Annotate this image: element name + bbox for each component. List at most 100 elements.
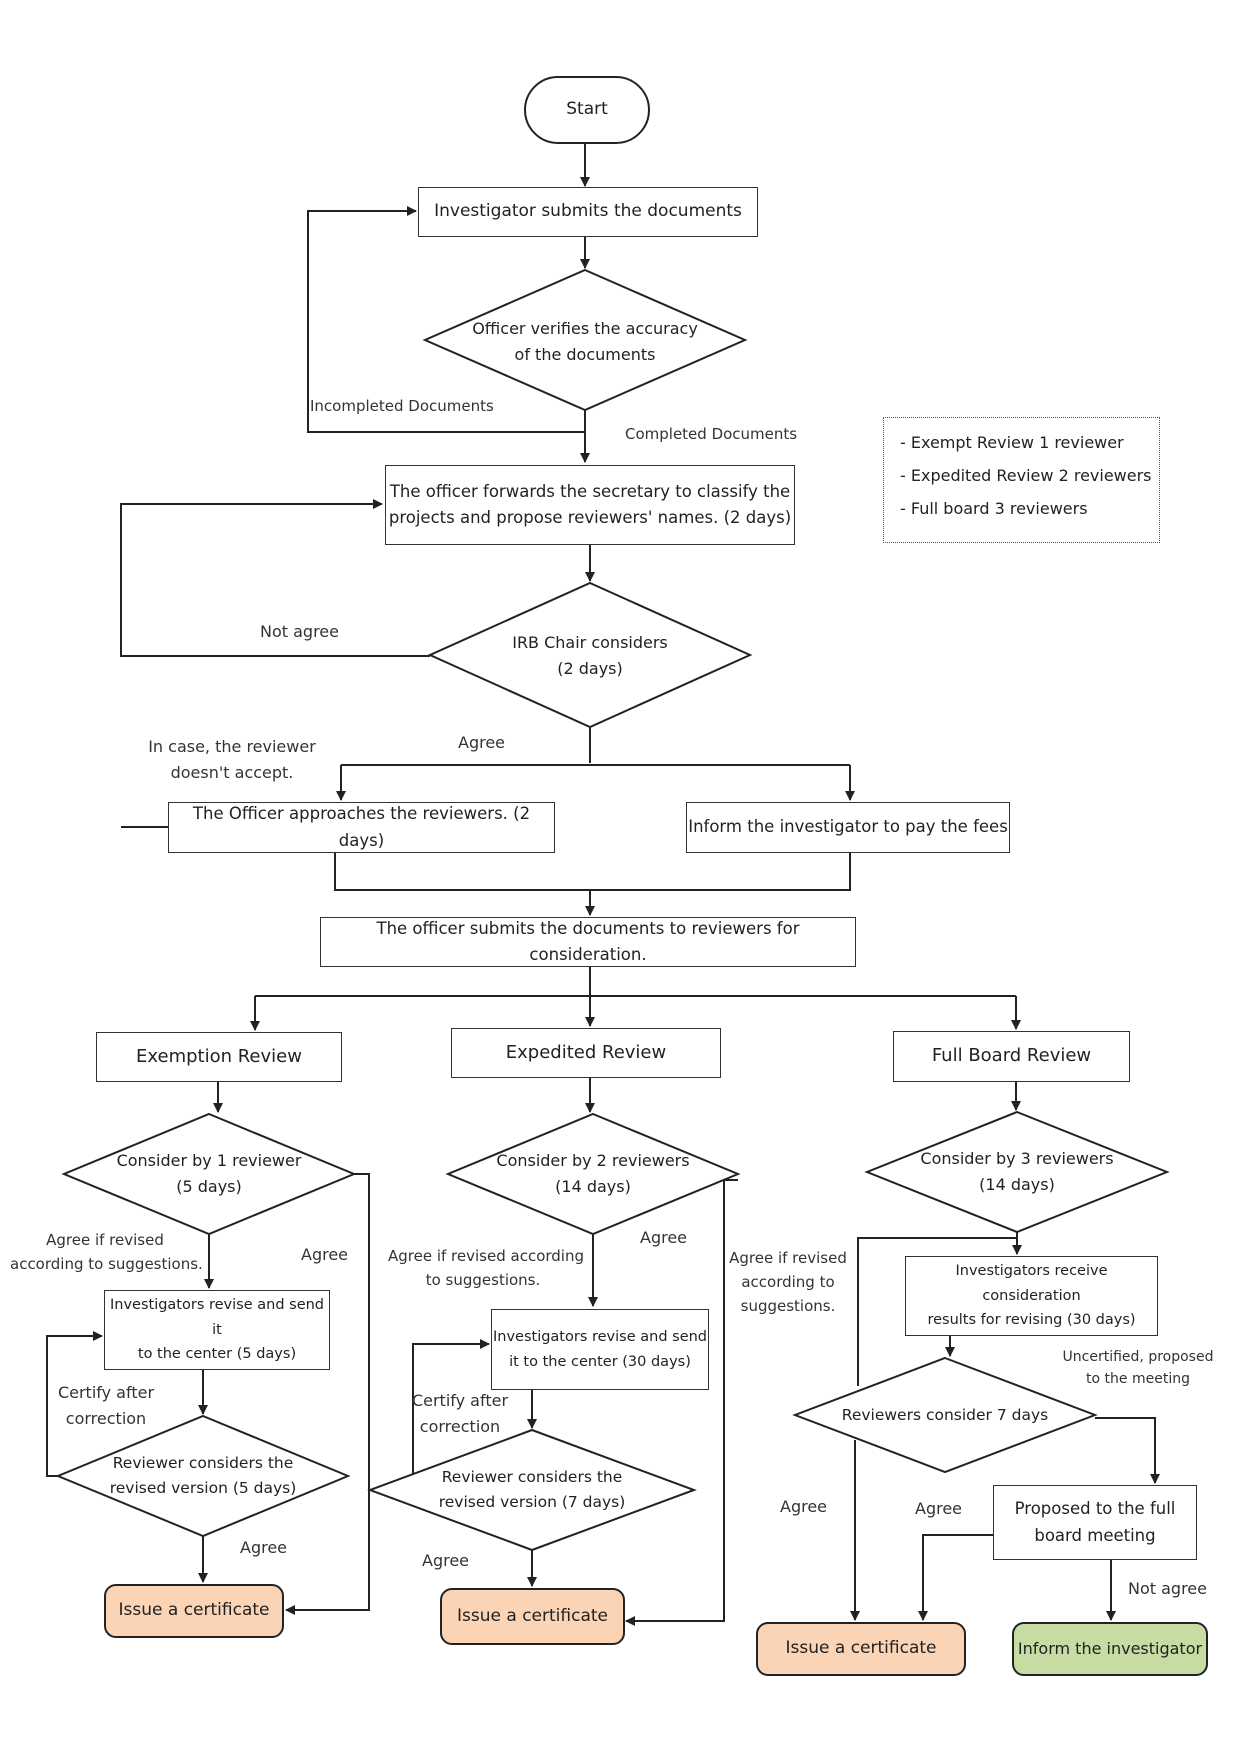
xp-issue-certificate-label: Issue a certificate	[457, 1605, 608, 1626]
approach-label: The Officer approaches the reviewers. (2…	[192, 804, 531, 850]
fb-agree-revised-line-3: suggestions.	[740, 1297, 836, 1315]
submit-documents-box: Investigator submits the documents	[418, 187, 758, 237]
fb-proposed-line-2: board meeting	[1034, 1525, 1156, 1545]
ex-consider-line-2: (5 days)	[176, 1177, 242, 1196]
ex-revised-line-2: revised version (5 days)	[109, 1479, 297, 1497]
fb-agree-revised-label: Agree if revised according to suggestion…	[728, 1246, 848, 1318]
fb-agree-revised-line-1: Agree if revised	[729, 1249, 847, 1267]
incompleted-documents-label: Incompleted Documents	[310, 397, 494, 415]
fb-issue-certificate-label: Issue a certificate	[785, 1638, 937, 1659]
xp-issue-certificate-box: Issue a certificate	[440, 1588, 625, 1645]
xp-agree-revised-label: Agree if revised according to suggestion…	[388, 1244, 584, 1292]
fb-agree-revised-line-2: according to	[741, 1273, 835, 1291]
fb-inform-investigator-box: Inform the investigator	[1012, 1622, 1208, 1676]
fb-consider-text: Consider by 3 reviewers (14 days)	[902, 1144, 1132, 1200]
irb-line-1: IRB Chair considers	[512, 633, 668, 653]
agree-irb-label: Agree	[458, 733, 506, 752]
ex-agree-revised-line-2: according to suggestions.	[10, 1255, 203, 1273]
forward-secretary-box: The officer forwards the secretary to cl…	[385, 465, 795, 545]
not-agree-irb-label: Not agree	[260, 622, 339, 641]
forward-line-1: The officer forwards the secretary to cl…	[389, 481, 791, 501]
fb-reviewers-text: Reviewers consider 7 days	[835, 1400, 1055, 1430]
ex-revise-line-1: Investigators revise and send it	[109, 1297, 325, 1338]
fb-consider-line-2: (14 days)	[979, 1175, 1055, 1194]
ex-issue-certificate-box: Issue a certificate	[104, 1584, 284, 1638]
xp-consider-line-1: Consider by 2 reviewers	[496, 1151, 690, 1171]
fb-not-agree-label: Not agree	[1128, 1579, 1207, 1598]
irb-chair-text: IRB Chair considers (2 days)	[460, 628, 720, 684]
verify-line-2: of the documents	[514, 345, 656, 364]
fb-uncertified-line-1: Uncertified, proposed	[1062, 1349, 1214, 1365]
fb-proposed-line-1: Proposed to the full	[1014, 1499, 1176, 1519]
diamond-fb-reviewers	[792, 1356, 1098, 1474]
exemption-review-label: Exemption Review	[136, 1045, 302, 1067]
approach-reviewers-box: The Officer approaches the reviewers. (2…	[168, 802, 555, 853]
full-board-review-box: Full Board Review	[893, 1031, 1130, 1082]
fb-receive-line-1: Investigators receive consideration	[955, 1263, 1108, 1304]
start-label: Start	[566, 99, 608, 120]
ex-issue-certificate-label: Issue a certificate	[118, 1600, 270, 1621]
xp-certify-label: Certify after correction	[410, 1388, 510, 1439]
verify-line-1: Officer verifies the accuracy	[472, 319, 698, 339]
reviewer-not-accept-line-1: In case, the reviewer	[148, 737, 316, 756]
fb-issue-certificate-box: Issue a certificate	[756, 1622, 966, 1676]
xp-revised-text: Reviewer considers the revised version (…	[422, 1462, 642, 1518]
fb-uncertified-line-2: to the meeting	[1086, 1371, 1190, 1388]
legend-item-expedited: - Expedited Review 2 reviewers	[900, 466, 1152, 485]
xp-consider-text: Consider by 2 reviewers (14 days)	[478, 1146, 708, 1202]
fb-reviewers-label: Reviewers consider 7 days	[841, 1405, 1049, 1424]
pay-fees-box: Inform the investigator to pay the fees	[686, 802, 1010, 853]
ex-agree-label: Agree	[301, 1245, 349, 1264]
xp-agree-label: Agree	[640, 1228, 688, 1247]
reviewer-not-accept-line-2: doesn't accept.	[170, 762, 294, 782]
submit-reviewers-box: The officer submits the documents to rev…	[320, 917, 856, 967]
xp-revise-line-1: Investigators revise and send	[492, 1328, 708, 1345]
ex-revise-line-2: to the center (5 days)	[137, 1346, 297, 1363]
submit-reviewers-label: The officer submits the documents to rev…	[376, 918, 800, 964]
ex-certify-label: Certify after correction	[56, 1380, 156, 1431]
reviewer-not-accept-label: In case, the reviewer doesn't accept.	[148, 734, 316, 785]
ex-consider-line-1: Consider by 1 reviewer	[116, 1151, 302, 1171]
pay-fees-label: Inform the investigator to pay the fees	[688, 817, 1008, 837]
legend-item-exempt: - Exempt Review 1 reviewer	[900, 433, 1124, 452]
full-board-review-label: Full Board Review	[931, 1045, 1092, 1067]
fb-receive-box: Investigators receive consideration resu…	[905, 1256, 1158, 1336]
expedited-review-box: Expedited Review	[451, 1028, 721, 1078]
xp-revise-box: Investigators revise and send it to the …	[491, 1309, 709, 1390]
expedited-review-label: Expedited Review	[505, 1041, 667, 1063]
submit-documents-label: Investigator submits the documents	[434, 201, 742, 222]
xp-certify-line-2: correction	[419, 1416, 501, 1436]
xp-revised-line-2: revised version (7 days)	[438, 1493, 626, 1511]
ex-agree2-label: Agree	[240, 1538, 288, 1557]
verify-documents-text: Officer verifies the accuracy of the doc…	[445, 312, 725, 372]
fb-inform-investigator-label: Inform the investigator	[1017, 1639, 1203, 1659]
ex-consider-text: Consider by 1 reviewer (5 days)	[94, 1146, 324, 1202]
forward-line-2: projects and propose reviewers' names. (…	[388, 508, 792, 527]
xp-consider-line-2: (14 days)	[555, 1177, 631, 1196]
ex-agree-revised-label: Agree if revised according to suggestion…	[10, 1228, 203, 1276]
ex-revised-line-1: Reviewer considers the	[112, 1454, 294, 1473]
fb-agree2-label: Agree	[915, 1499, 963, 1518]
fb-uncertified-label: Uncertified, proposed to the meeting	[1058, 1346, 1218, 1391]
ex-agree-revised-line-1: Agree if revised	[46, 1231, 164, 1249]
fb-proposed-box: Proposed to the full board meeting	[993, 1485, 1197, 1560]
ex-revise-box: Investigators revise and send it to the …	[104, 1290, 330, 1370]
completed-documents-label: Completed Documents	[625, 425, 798, 443]
ex-certify-line-2: correction	[65, 1408, 147, 1428]
xp-agree2-label: Agree	[422, 1551, 470, 1570]
legend-item-fullboard: - Full board 3 reviewers	[900, 499, 1088, 518]
fb-receive-line-2: results for revising (30 days)	[927, 1312, 1136, 1329]
xp-revise-line-2: it to the center (30 days)	[509, 1353, 691, 1370]
start-terminal: Start	[524, 76, 650, 144]
ex-revised-text: Reviewer considers the revised version (…	[93, 1448, 313, 1504]
ex-certify-line-1: Certify after	[57, 1383, 155, 1402]
xp-certify-line-1: Certify after	[411, 1391, 509, 1410]
xp-agree-revised-line-1: Agree if revised according	[388, 1247, 584, 1265]
irb-line-2: (2 days)	[557, 659, 623, 678]
reviewer-count-legend: - Exempt Review 1 reviewer - Expedited R…	[883, 417, 1160, 543]
xp-revised-line-1: Reviewer considers the	[441, 1468, 623, 1487]
fb-agree1-label: Agree	[780, 1497, 828, 1516]
exemption-review-box: Exemption Review	[96, 1032, 342, 1082]
